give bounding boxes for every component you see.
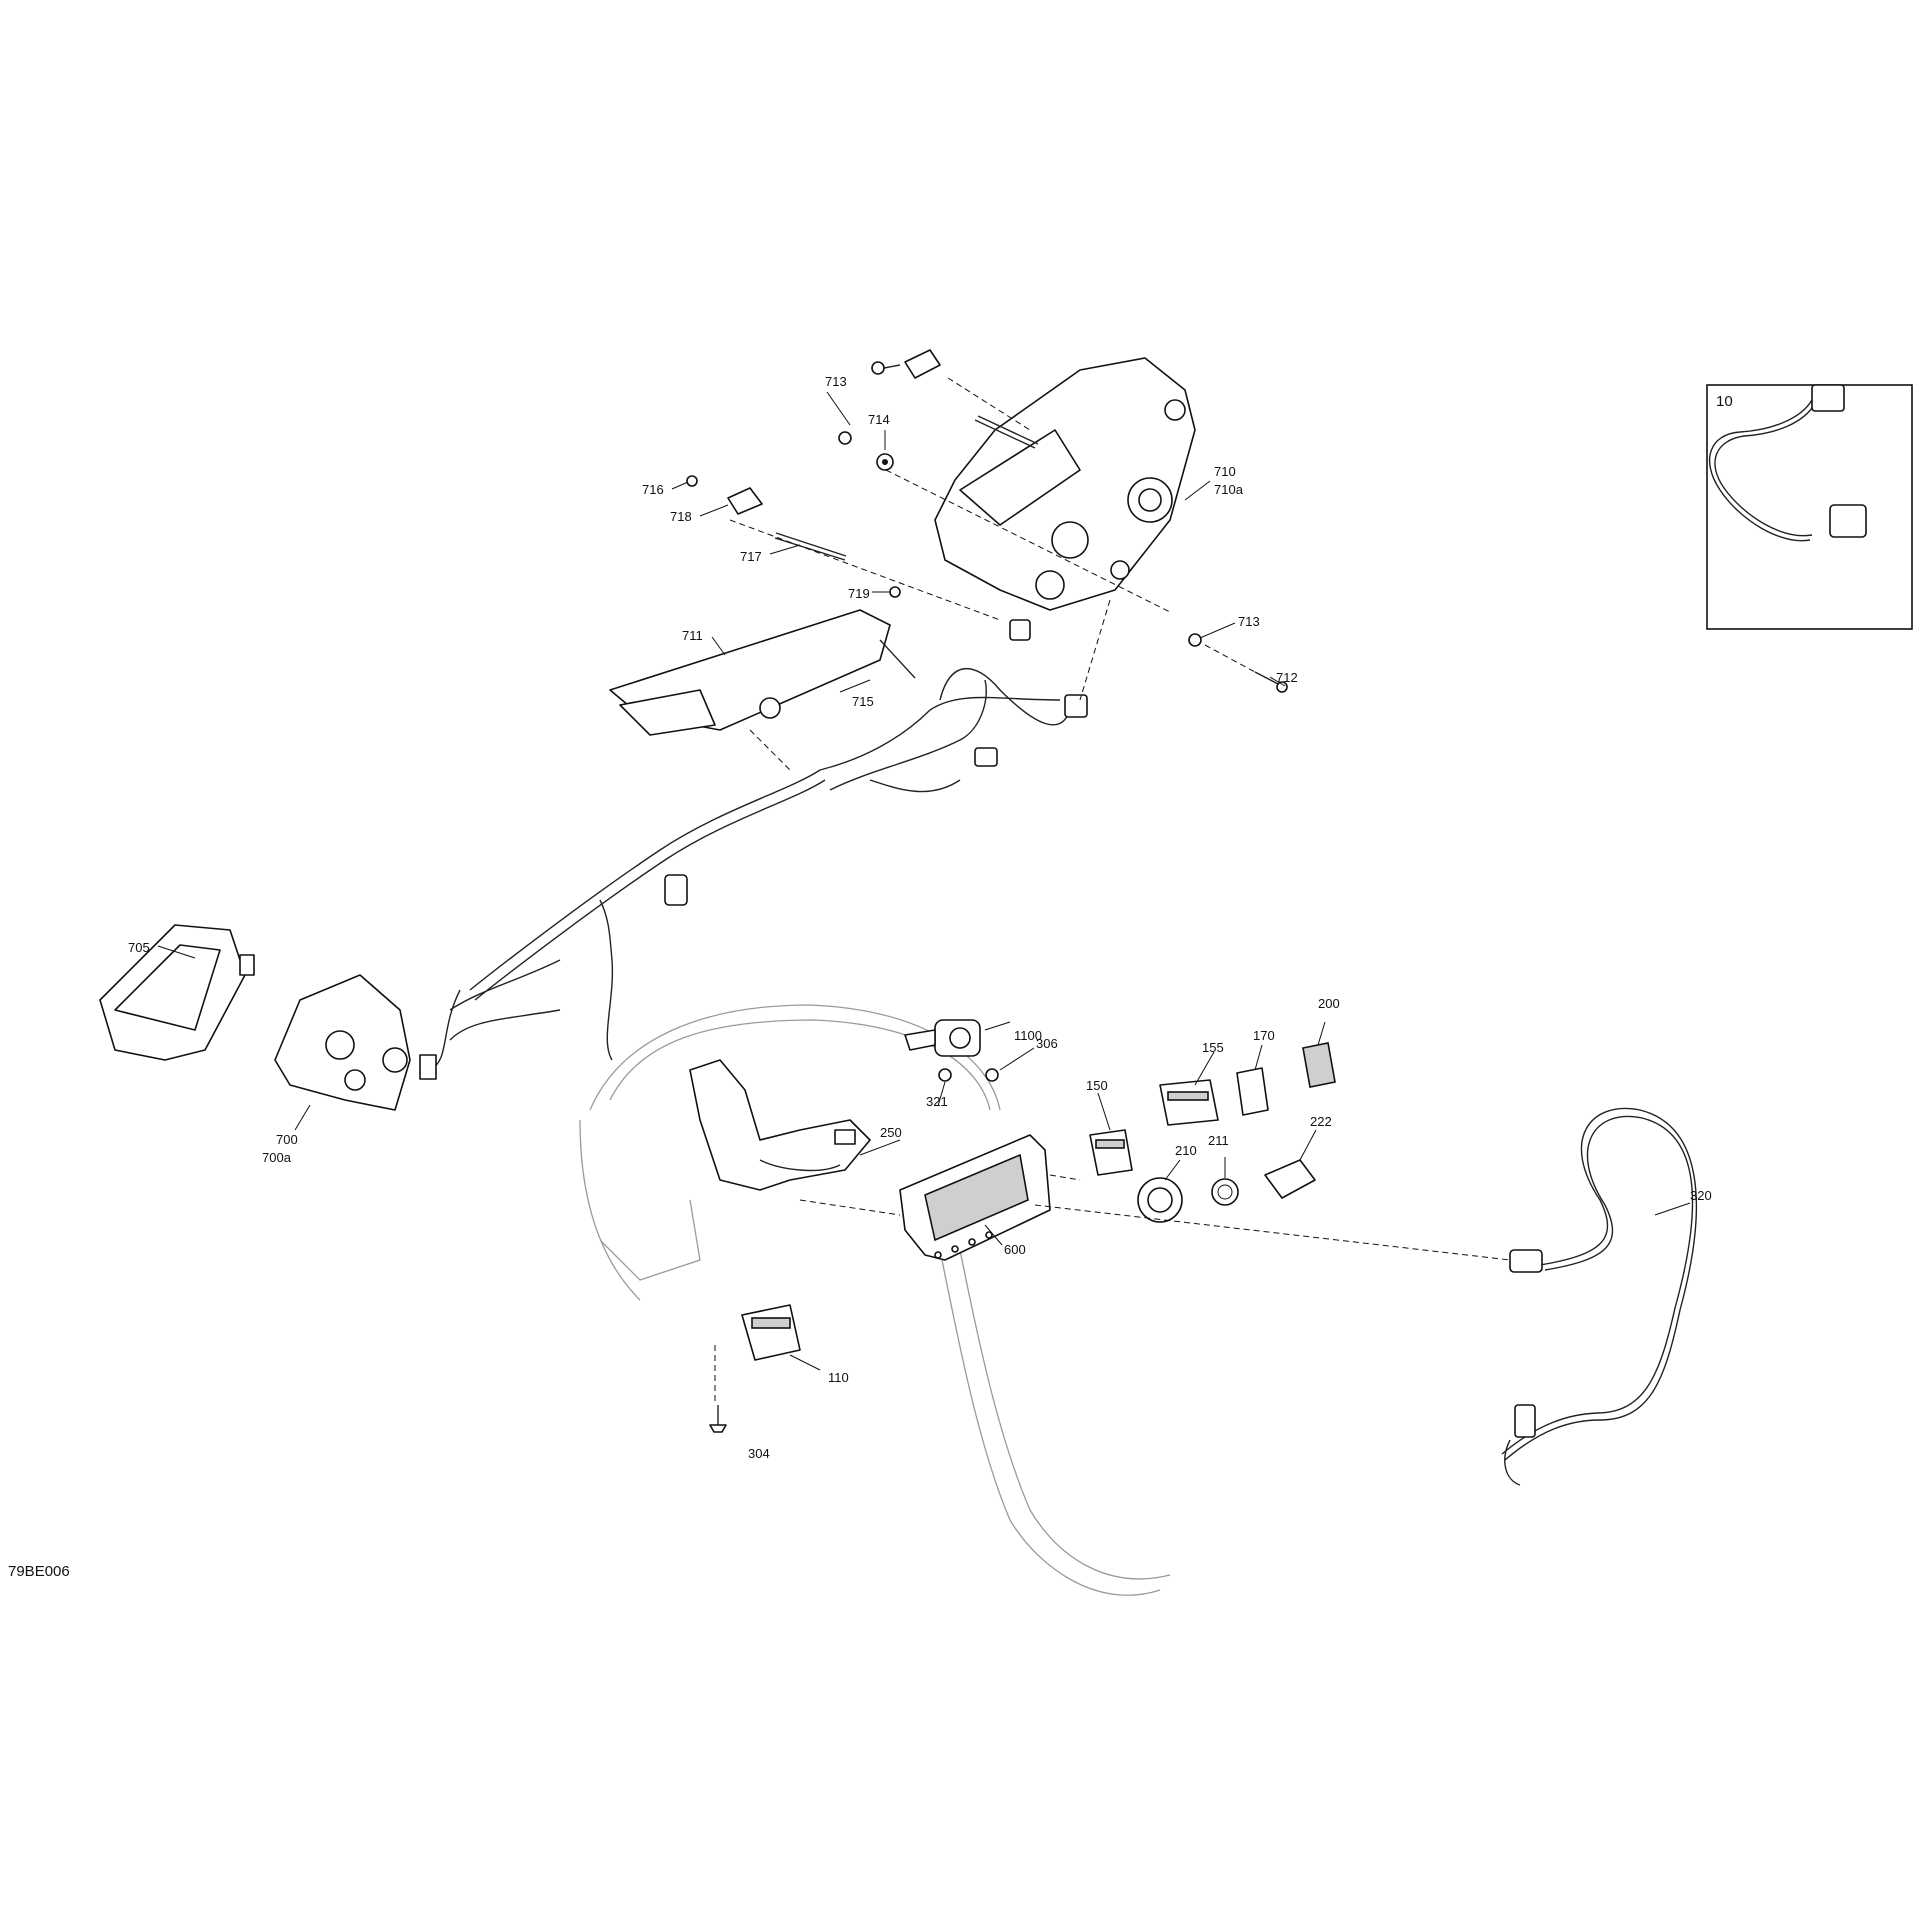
callout-labels: 705 700 700a 713 714 710 710a 716 718 71…	[128, 374, 1712, 1461]
display-cluster-600	[899, 1134, 1051, 1261]
callout-719: 719	[848, 586, 870, 601]
callout-304: 304	[748, 1446, 770, 1461]
bracket-250	[689, 1059, 871, 1191]
leader-lines	[157, 391, 1691, 1371]
wiring-harness	[429, 667, 1088, 1071]
callout-711: 711	[682, 628, 703, 643]
socket-1100	[904, 1019, 981, 1057]
blank-cover-170	[1236, 1067, 1269, 1116]
socket-210	[1137, 1177, 1183, 1223]
callout-306: 306	[1036, 1036, 1058, 1051]
nut-211	[1211, 1178, 1239, 1206]
callout-150: 150	[1086, 1078, 1108, 1093]
frame-ghost	[579, 1004, 1171, 1596]
callout-320: 320	[1690, 1188, 1712, 1203]
diagram-reference-code: 79BE006	[8, 1563, 70, 1580]
bolt-304	[709, 1405, 727, 1433]
callout-700: 700	[276, 1132, 298, 1147]
callout-700a: 700a	[262, 1150, 292, 1165]
callout-155: 155	[1202, 1040, 1224, 1055]
callout-716: 716	[642, 482, 664, 497]
callout-211: 211	[1208, 1133, 1229, 1148]
alignment-lines	[714, 377, 1511, 1402]
inset-part-10: 10	[1706, 384, 1913, 630]
switch-110	[741, 1304, 801, 1361]
callout-110: 110	[828, 1370, 849, 1385]
screw-306	[985, 1068, 999, 1082]
callout-718: 718	[670, 509, 692, 524]
callout-713-top: 713	[825, 374, 847, 389]
harness-320	[1501, 1107, 1698, 1486]
callout-713-right: 713	[1238, 614, 1260, 629]
callout-714: 714	[868, 412, 890, 427]
light-bar-711	[609, 609, 916, 736]
screw-321	[938, 1068, 952, 1082]
callout-170: 170	[1253, 1028, 1275, 1043]
callout-222: 222	[1310, 1114, 1332, 1129]
callout-710: 710	[1214, 464, 1236, 479]
callout-717: 717	[740, 549, 762, 564]
callout-710a: 710a	[1214, 482, 1244, 497]
callout-600: 600	[1004, 1242, 1026, 1257]
inset-label: 10	[1716, 393, 1733, 410]
headlight-705	[99, 924, 255, 1061]
blank-cover-200	[1302, 1042, 1336, 1088]
headlight-700	[274, 974, 437, 1111]
callout-712: 712	[1276, 670, 1298, 685]
connector-222	[1264, 1159, 1316, 1199]
switch-150	[1089, 1129, 1133, 1176]
fasteners-710	[686, 349, 1288, 693]
callout-705: 705	[128, 940, 150, 955]
callout-321: 321	[926, 1094, 948, 1109]
callout-250: 250	[880, 1125, 902, 1140]
callout-715: 715	[852, 694, 874, 709]
callout-210: 210	[1175, 1143, 1197, 1158]
headlight-710-assembly	[934, 357, 1196, 641]
callout-200: 200	[1318, 996, 1340, 1011]
callout-1100: 1100	[1014, 1028, 1042, 1043]
switch-155	[1159, 1079, 1219, 1126]
